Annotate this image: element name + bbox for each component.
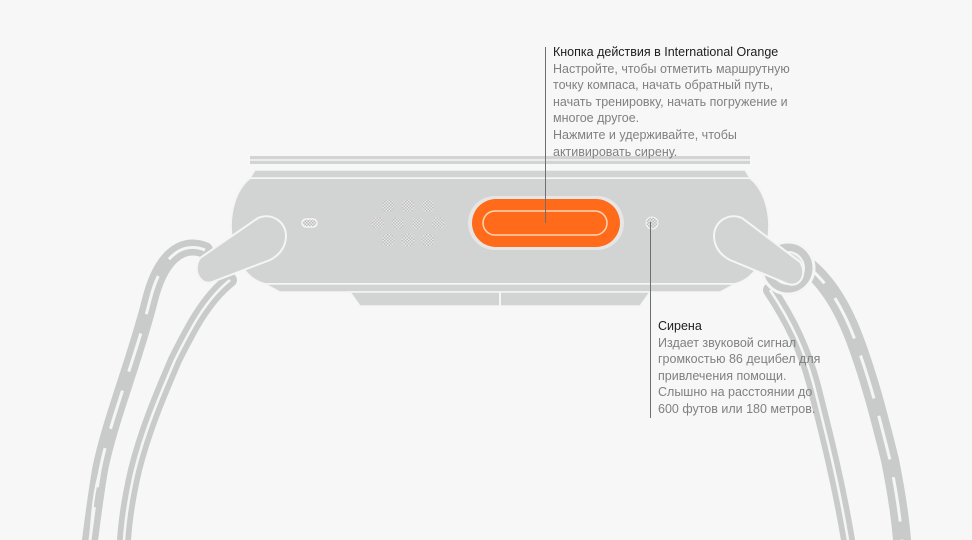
action-button-callout-line: Настройте, чтобы отметить маршрутную: [553, 61, 790, 76]
left-lug: [195, 215, 288, 284]
siren-callout-line: громкостью 86 децибел для: [658, 352, 821, 367]
action-button-callout-line: точку компаса, начать обратный путь,: [553, 78, 774, 93]
action-button-callout-title: Кнопка действия в International Orange: [553, 45, 779, 59]
action-button-leader-line: [545, 47, 546, 223]
siren-callout-line: Слышно на расстоянии до: [658, 385, 813, 400]
siren-callout: Сирена Издает звуковой сигнал громкостью…: [658, 318, 820, 418]
microphone-port-icon: [301, 218, 318, 228]
speaker-grille-icon: [372, 200, 444, 246]
action-button: [468, 196, 624, 250]
action-button-callout-line: многое другое.: [553, 111, 640, 126]
right-lug: [712, 215, 805, 286]
action-button-callout-line: начать тренировку, начать погружение и: [553, 94, 788, 109]
action-button-callout-line: Нажмите и удерживайте, чтобы: [553, 127, 737, 142]
siren-callout-title: Сирена: [658, 319, 702, 333]
siren-callout-line: 600 футов или 180 метров.: [658, 401, 816, 416]
siren-callout-line: привлечения помощи.: [658, 368, 787, 383]
action-button-callout: Кнопка действия в International Orange Н…: [553, 44, 790, 160]
siren-port-icon: [645, 216, 659, 230]
siren-leader-line: [650, 222, 651, 418]
action-button-callout-line: активировать сирену.: [553, 144, 678, 159]
siren-callout-line: Издает звуковой сигнал: [658, 335, 797, 350]
left-strap: [82, 239, 237, 540]
